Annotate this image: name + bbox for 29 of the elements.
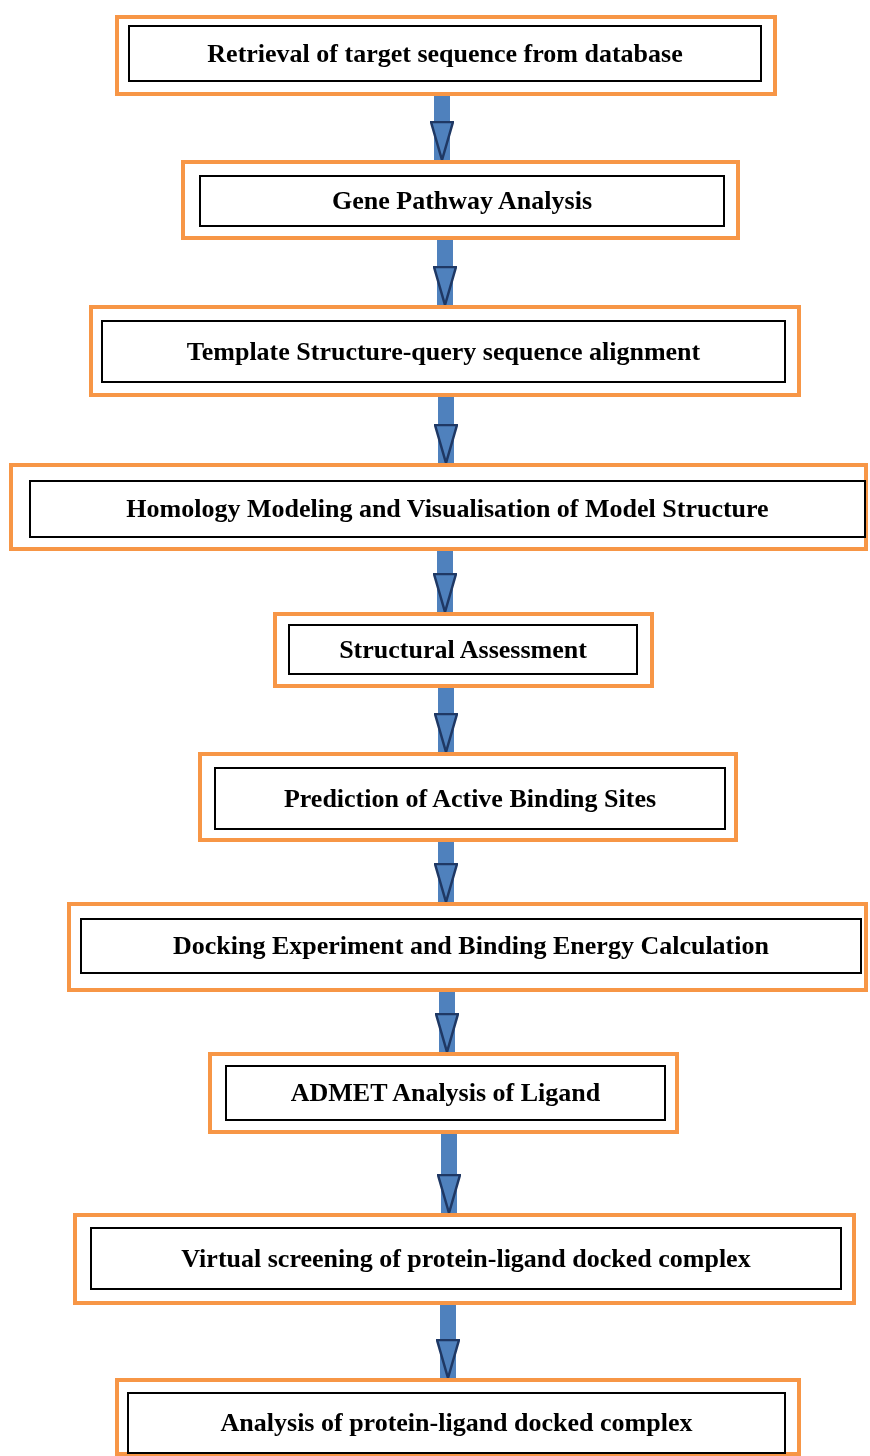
step-label: Homology Modeling and Visualisation of Model Structure (29, 480, 866, 538)
arrow (435, 1305, 461, 1380)
step-label: Structural Assessment (288, 624, 638, 675)
process-box (115, 1378, 801, 1456)
process-box (89, 305, 801, 397)
process-box (273, 612, 654, 688)
step-label: Retrieval of target sequence from database (128, 25, 762, 82)
arrow (432, 240, 458, 307)
process-box (67, 902, 868, 992)
step-label: Virtual screening of protein-ligand docked complex (90, 1227, 842, 1290)
process-box (208, 1052, 679, 1134)
arrow (429, 96, 455, 162)
arrow (433, 397, 459, 465)
step-label: Analysis of protein-ligand docked complex (127, 1392, 786, 1454)
process-box (115, 15, 777, 96)
step-label: Docking Experiment and Binding Energy Calculation (80, 918, 862, 974)
step-label: Prediction of Active Binding Sites (214, 767, 726, 830)
arrow (436, 1134, 462, 1215)
process-box (198, 752, 738, 842)
step-label: Gene Pathway Analysis (199, 175, 725, 227)
step-label: Template Structure-query sequence alignment (101, 320, 786, 383)
arrow (433, 688, 459, 754)
arrow (434, 992, 460, 1054)
process-box (181, 160, 740, 240)
step-label: ADMET Analysis of Ligand (225, 1065, 666, 1121)
process-box (73, 1213, 856, 1305)
arrow (432, 551, 458, 614)
process-box (9, 463, 868, 551)
arrow (433, 842, 459, 904)
